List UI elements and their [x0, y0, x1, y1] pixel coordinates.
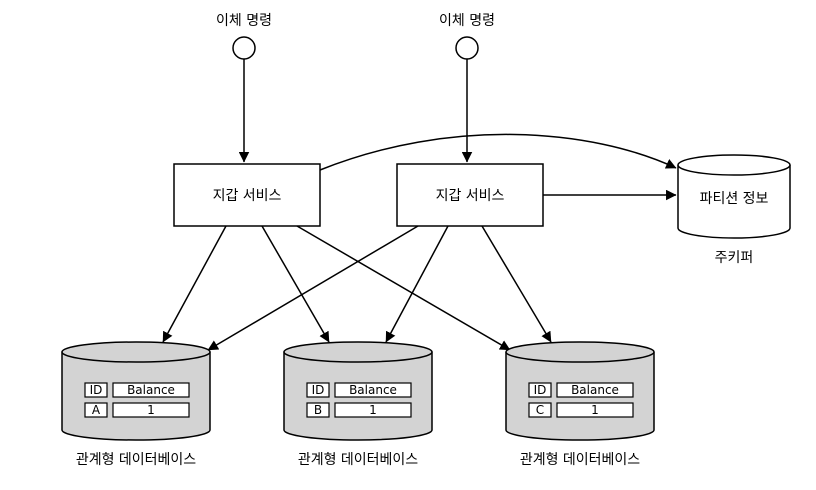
- arrow-service2-to-db-c: [481, 225, 552, 343]
- db-c-header-id: ID: [534, 383, 547, 397]
- database-a-caption: 관계형 데이터베이스: [76, 452, 196, 468]
- partition-info-label: 파티션 정보: [700, 191, 769, 207]
- transfer-command-node-2: [455, 36, 479, 60]
- db-c-row-id: C: [536, 403, 544, 417]
- zookeeper-cylinder: [677, 154, 791, 239]
- transfer-command-node-1: [232, 36, 256, 60]
- db-a-header-id: ID: [90, 383, 103, 397]
- arrow-service1-to-db-c: [296, 225, 511, 351]
- transfer-command-label-2: 이체 명령: [439, 13, 495, 29]
- arrow-service1-to-zookeeper: [319, 133, 677, 171]
- arrow-service1-to-db-b: [261, 225, 330, 343]
- database-c-caption: 관계형 데이터베이스: [520, 452, 640, 468]
- db-b-header-id: ID: [312, 383, 325, 397]
- database-b-table: ID Balance B 1: [306, 382, 412, 418]
- arrow-service2-to-db-b: [385, 225, 449, 343]
- database-c-table: ID Balance C 1: [528, 382, 634, 418]
- arrow-service1-to-db-a: [162, 225, 227, 343]
- transfer-command-label-1: 이체 명령: [216, 13, 272, 29]
- zookeeper-caption: 주키퍼: [715, 250, 754, 266]
- arrow-service2-to-db-a: [207, 225, 419, 351]
- db-a-row-id: A: [92, 403, 101, 417]
- db-b-row-balance: 1: [369, 403, 377, 417]
- wallet-service-box-1: [173, 163, 321, 227]
- wallet-service-label-1: 지갑 서비스: [213, 188, 282, 204]
- wallet-service-box-2: [396, 163, 544, 227]
- database-a-table: ID Balance A 1: [84, 382, 190, 418]
- db-a-row-balance: 1: [147, 403, 155, 417]
- db-a-header-balance: Balance: [127, 383, 175, 397]
- wallet-service-label-2: 지갑 서비스: [436, 188, 505, 204]
- db-b-header-balance: Balance: [349, 383, 397, 397]
- db-c-header-balance: Balance: [571, 383, 619, 397]
- database-b-caption: 관계형 데이터베이스: [298, 452, 418, 468]
- db-c-row-balance: 1: [591, 403, 599, 417]
- db-b-row-id: B: [314, 403, 322, 417]
